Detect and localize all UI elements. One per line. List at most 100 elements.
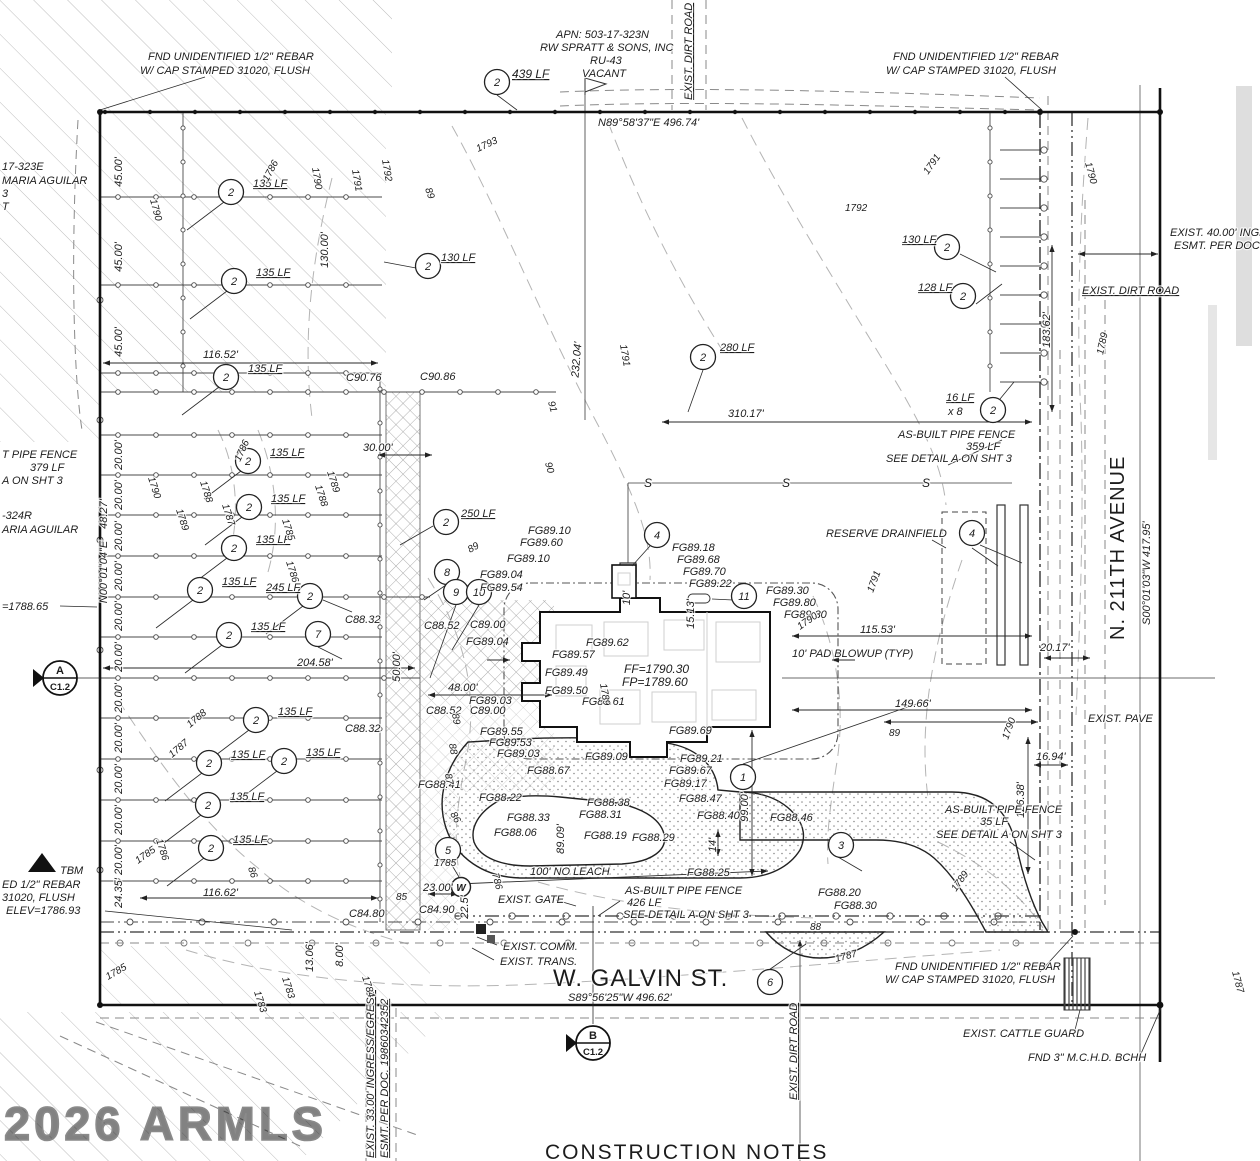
plan-label: 8.00' — [334, 942, 346, 966]
plan-label: FG88.31 — [579, 809, 622, 821]
plan-label: 85 — [396, 892, 408, 903]
plan-label: N00°01'04"E — [98, 540, 110, 603]
svg-text:2: 2 — [699, 352, 706, 364]
plan-label: C84.90 — [419, 904, 455, 916]
plan-label: C88.32 — [345, 723, 380, 735]
plan-label: FP=1789.60 — [622, 675, 688, 689]
callout-circle-10: 10 — [465, 578, 493, 606]
plan-label: 130.00' — [319, 231, 331, 268]
plan-label: T PIPE FENCE — [2, 449, 78, 461]
plan-label: FND UNIDENTIFIED 1/2" REBAR — [895, 961, 1061, 973]
callout-circle-2: 2 — [979, 396, 1007, 424]
plan-label: 379 LF — [30, 462, 66, 474]
plan-label: FG89.53 — [489, 737, 533, 749]
svg-text:7: 7 — [315, 629, 322, 641]
plan-label: 135 LF — [278, 706, 314, 718]
plan-label: N89°58'37"E 496.74' — [598, 117, 700, 129]
plan-label: C88.52 — [424, 620, 459, 632]
plan-label: N. 211TH AVENUE — [1107, 456, 1129, 640]
section-marker-b: BC1.2 — [566, 1025, 611, 1061]
svg-text:2: 2 — [227, 187, 234, 199]
plan-label: RW SPRATT & SONS, INC — [540, 42, 673, 54]
plan-label: 183.62' — [1041, 311, 1053, 348]
plan-label: FG89.69 — [669, 725, 712, 737]
callout-circle-2: 2 — [181, 363, 240, 416]
plan-label: 14' — [707, 837, 719, 852]
callout-circle-2: 2 — [166, 834, 225, 887]
callout-circle-2: 2 — [689, 343, 717, 371]
svg-text:C1.2: C1.2 — [50, 682, 70, 693]
plan-label: 23.00' — [422, 882, 454, 894]
plan-label: FG88.22 — [479, 792, 522, 804]
plan-label: FG89.55 — [480, 726, 524, 738]
plan-label: TBM — [60, 865, 84, 877]
svg-text:10: 10 — [473, 587, 486, 599]
plan-label: 20.00' — [113, 520, 125, 552]
svg-text:2: 2 — [943, 242, 950, 254]
callout-circle-4: 4 — [958, 519, 986, 547]
plan-label: 20.00' — [113, 600, 125, 632]
plan-label: FG89.68 — [677, 554, 721, 566]
plan-label: 135 LF — [251, 621, 287, 633]
plan-label: AS-BUILT PIPE FENCE — [624, 885, 743, 897]
plan-label: S — [644, 476, 652, 490]
svg-text:B: B — [589, 1030, 597, 1042]
plan-label: 91 — [545, 400, 559, 414]
plan-label: 116.52' — [203, 349, 239, 361]
plan-label: 135 LF — [248, 363, 284, 375]
plan-label: EXIST. DIRT ROAD — [788, 1003, 800, 1100]
plan-label: 426 LF — [627, 897, 663, 909]
plan-label: FG89.04 — [480, 569, 523, 581]
plan-label: FG89.49 — [545, 667, 588, 679]
plan-label: FG89.80 — [773, 597, 817, 609]
plan-label: 31020, FLUSH — [2, 892, 75, 904]
plan-label: 45.00' — [113, 241, 125, 272]
plan-label: FG88.67 — [527, 765, 571, 777]
plan-label: W. GALVIN ST. — [553, 965, 728, 992]
plan-label: FG88.41 — [418, 779, 461, 791]
svg-text:2: 2 — [230, 543, 237, 555]
svg-text:9: 9 — [453, 587, 459, 599]
plan-label: 45.00' — [113, 156, 125, 187]
plan-label: 20.17' — [1039, 642, 1071, 654]
plan-label: 135 LF — [256, 267, 292, 279]
cattle-guard — [1063, 957, 1091, 1011]
plan-label: FG89.21 — [680, 753, 723, 765]
plan-label: FG89.30 — [766, 585, 810, 597]
svg-text:4: 4 — [654, 530, 660, 542]
svg-text:2: 2 — [244, 456, 251, 468]
plan-label: W/ CAP STAMPED 31020, FLUSH — [140, 65, 310, 77]
property-boundary — [97, 88, 1164, 1062]
plan-label: 22.5' — [459, 894, 471, 919]
plan-label: 439 LF — [512, 67, 550, 81]
svg-text:2: 2 — [204, 800, 211, 812]
plan-label: 50.00' — [391, 651, 403, 682]
plan-label: S — [782, 476, 790, 490]
plan-label: FG89.54 — [480, 582, 523, 594]
callout-circle-2: 2 — [239, 747, 298, 800]
callout-circle-1: 1 — [729, 763, 757, 791]
plan-label: 135 LF — [233, 834, 269, 846]
svg-text:1: 1 — [740, 772, 746, 784]
callout-circle-2: 2 — [189, 267, 248, 320]
plan-label: 130 LF — [441, 252, 477, 264]
svg-text:11: 11 — [738, 591, 749, 603]
plan-label: MARIA AGUILAR — [2, 175, 87, 187]
plan-label: CONSTRUCTION NOTES — [545, 1141, 828, 1161]
callout-circle-7: 7 — [304, 620, 332, 648]
plan-label: FG89.10 — [528, 525, 572, 537]
plan-label: 1792 — [379, 159, 394, 183]
plan-label: 45.00' — [113, 326, 125, 357]
pad-outline — [487, 582, 855, 760]
plan-label: 24.35' — [113, 877, 125, 909]
plan-label: FG89.62 — [586, 637, 629, 649]
callout-circle-2: 2 — [949, 282, 977, 310]
plan-label: 1791 — [617, 344, 632, 368]
section-marker-a: AC1.2 — [33, 660, 78, 696]
svg-text:3: 3 — [838, 840, 845, 852]
plan-label: FG88.47 — [679, 793, 723, 805]
plan-label: RESERVE DRAINFIELD — [826, 528, 947, 540]
plan-label: ARIA AGUILAR — [1, 524, 78, 536]
plan-label: FG89.30 — [784, 609, 828, 621]
callout-circle-4: 4 — [643, 521, 671, 549]
